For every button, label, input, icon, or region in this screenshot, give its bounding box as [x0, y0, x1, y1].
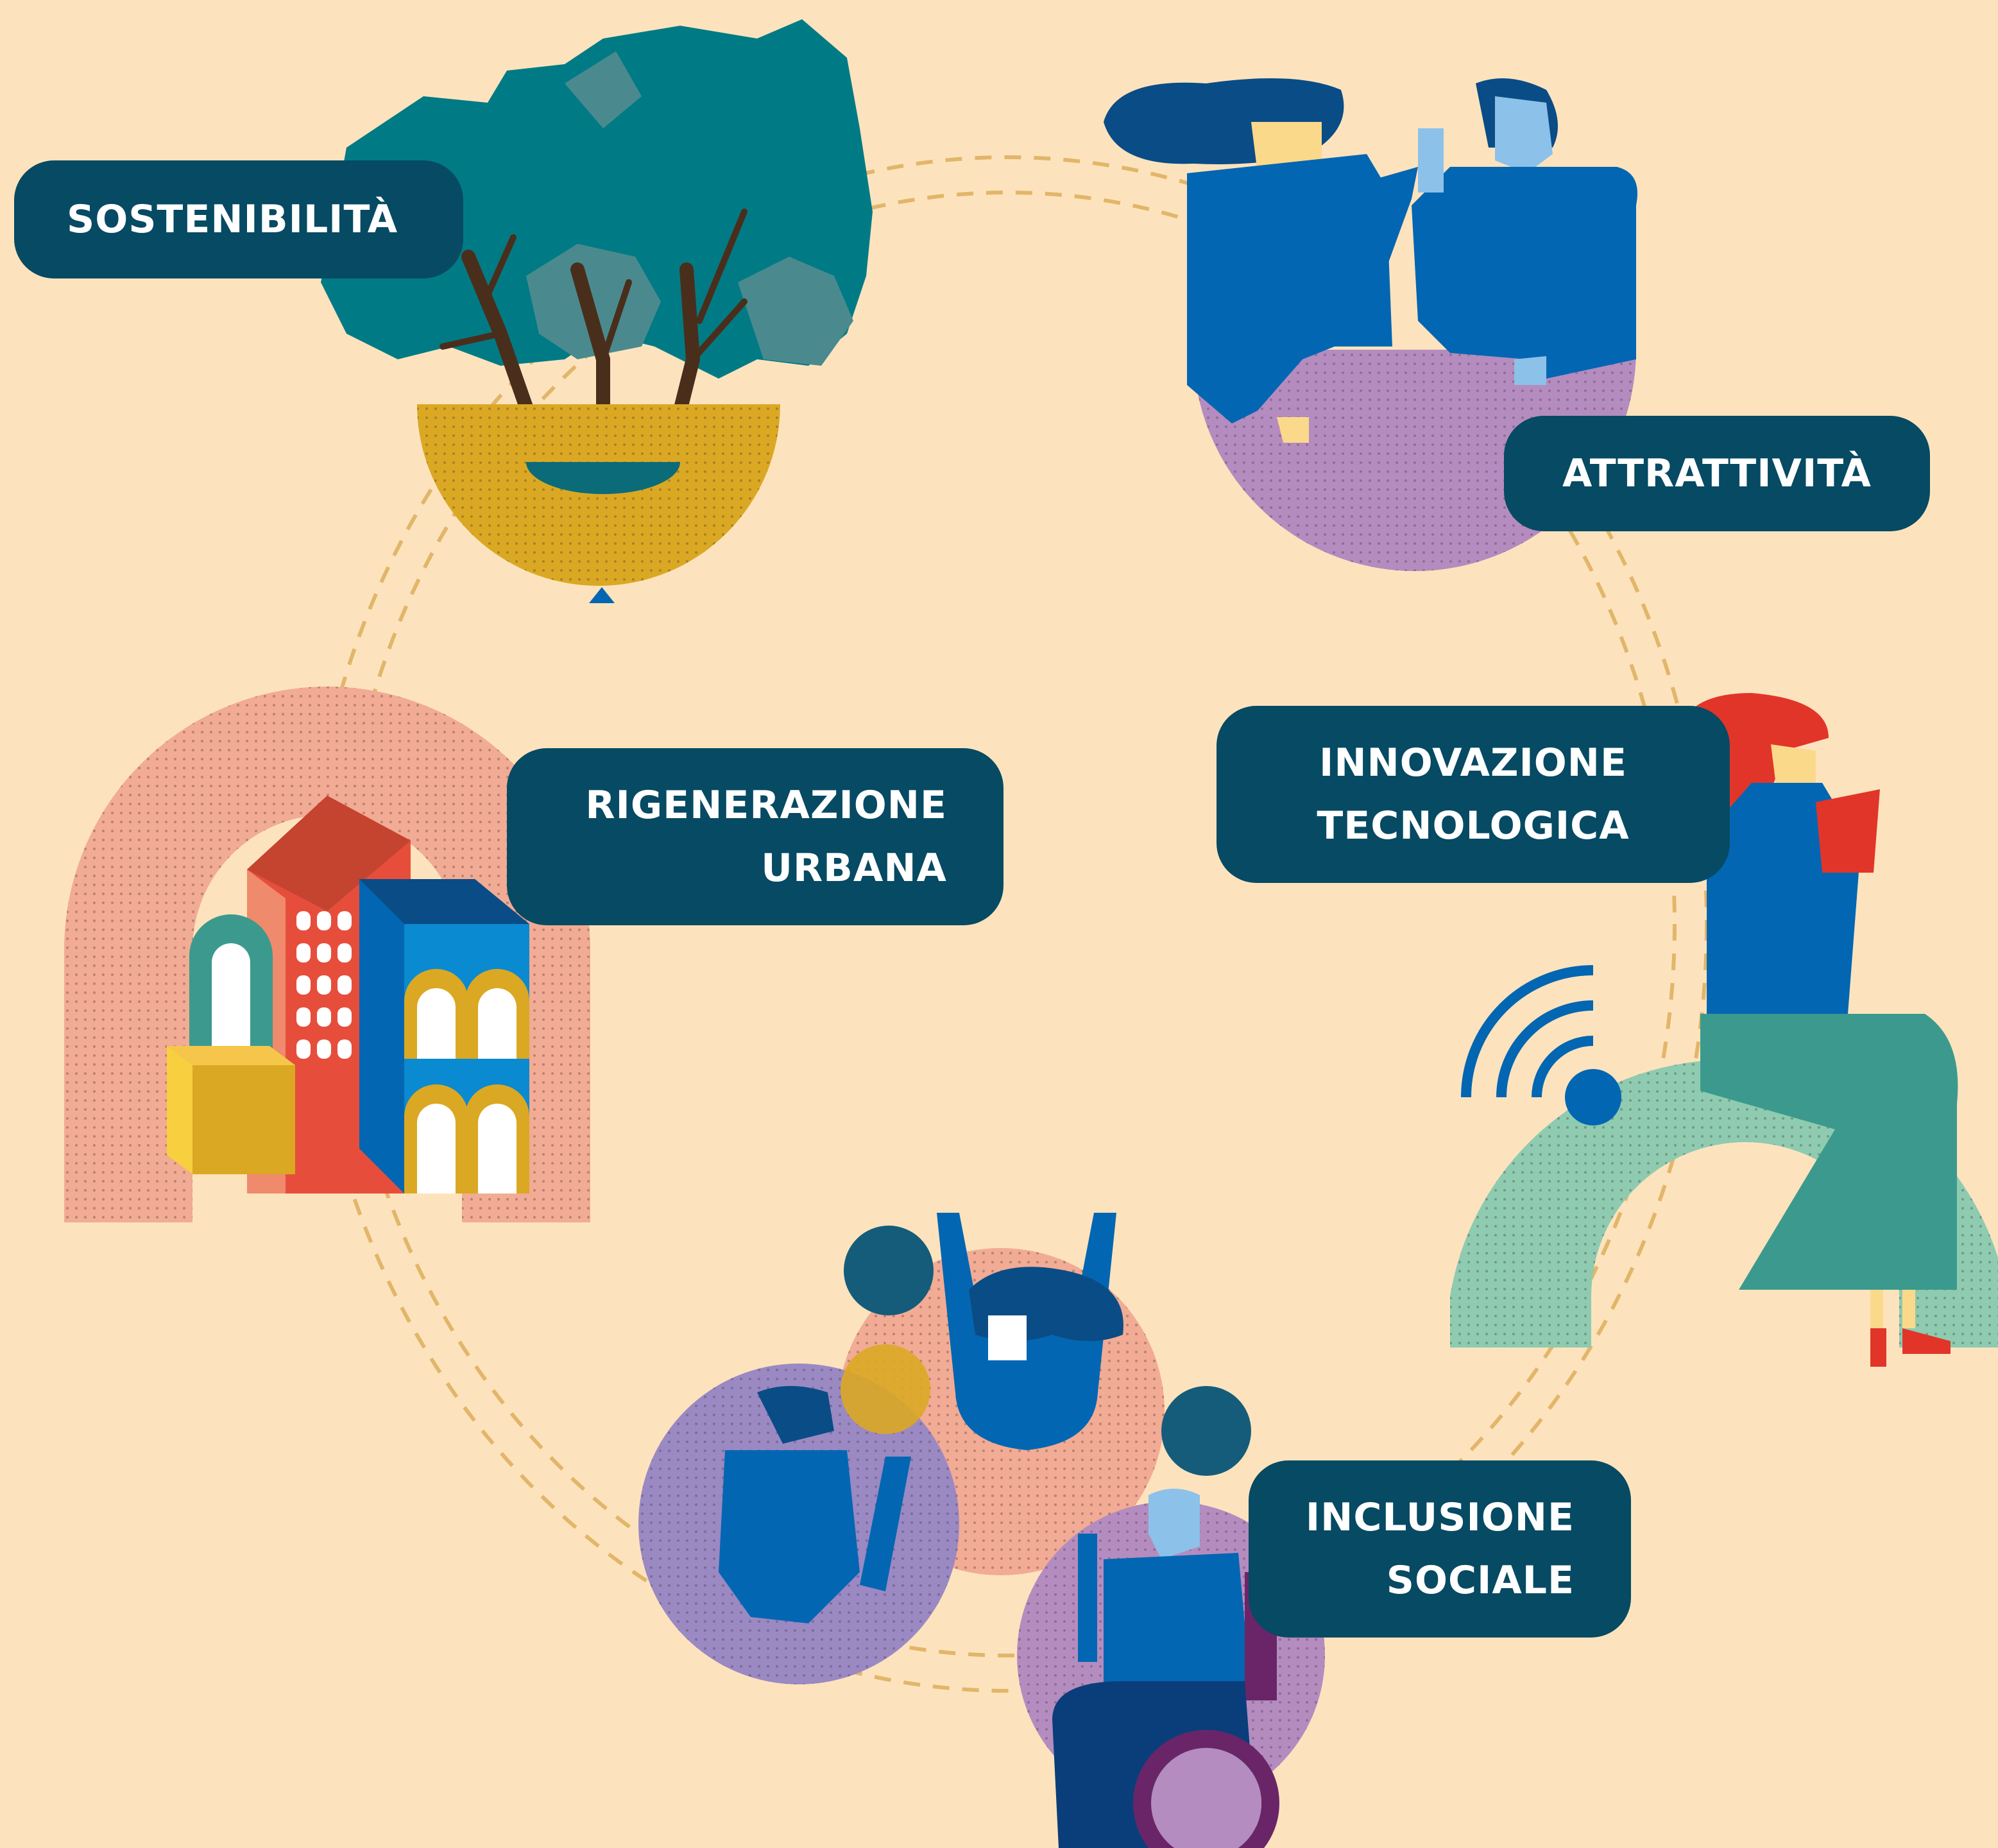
- label-inclusione-line2: SOCIALE: [1386, 1558, 1575, 1603]
- label-rigenerazione-line2: URBANA: [761, 846, 947, 891]
- label-rigenerazione-line1: RIGENERAZIONE: [585, 783, 947, 828]
- label-sostenibilita-text: SOSTENIBILITÀ: [67, 197, 398, 242]
- label-inclusione-sociale: INCLUSIONE SOCIALE: [1249, 1460, 1631, 1638]
- reading-woman-wifi-icon: [1450, 693, 1998, 1367]
- tree-icon: [321, 19, 873, 603]
- label-rigenerazione-urbana: RIGENERAZIONE URBANA: [507, 748, 1003, 925]
- label-sostenibilita: SOSTENIBILITÀ: [14, 160, 463, 278]
- two-people-talking-icon: [1104, 77, 1643, 571]
- label-innovazione-line2: TECNOLOGICA: [1317, 803, 1630, 848]
- label-inclusione-line1: INCLUSIONE: [1305, 1495, 1575, 1540]
- label-innovazione-tecnologica: INNOVAZIONE TECNOLOGICA: [1217, 706, 1730, 883]
- label-innovazione-line1: INNOVAZIONE: [1319, 740, 1627, 785]
- label-attrattivita: ATTRATTIVITÀ: [1504, 416, 1930, 531]
- city-buildings-icon: [64, 687, 590, 1222]
- label-attrattivita-text: ATTRATTIVITÀ: [1562, 451, 1872, 496]
- people-group-conversation-icon: [638, 1213, 1325, 1848]
